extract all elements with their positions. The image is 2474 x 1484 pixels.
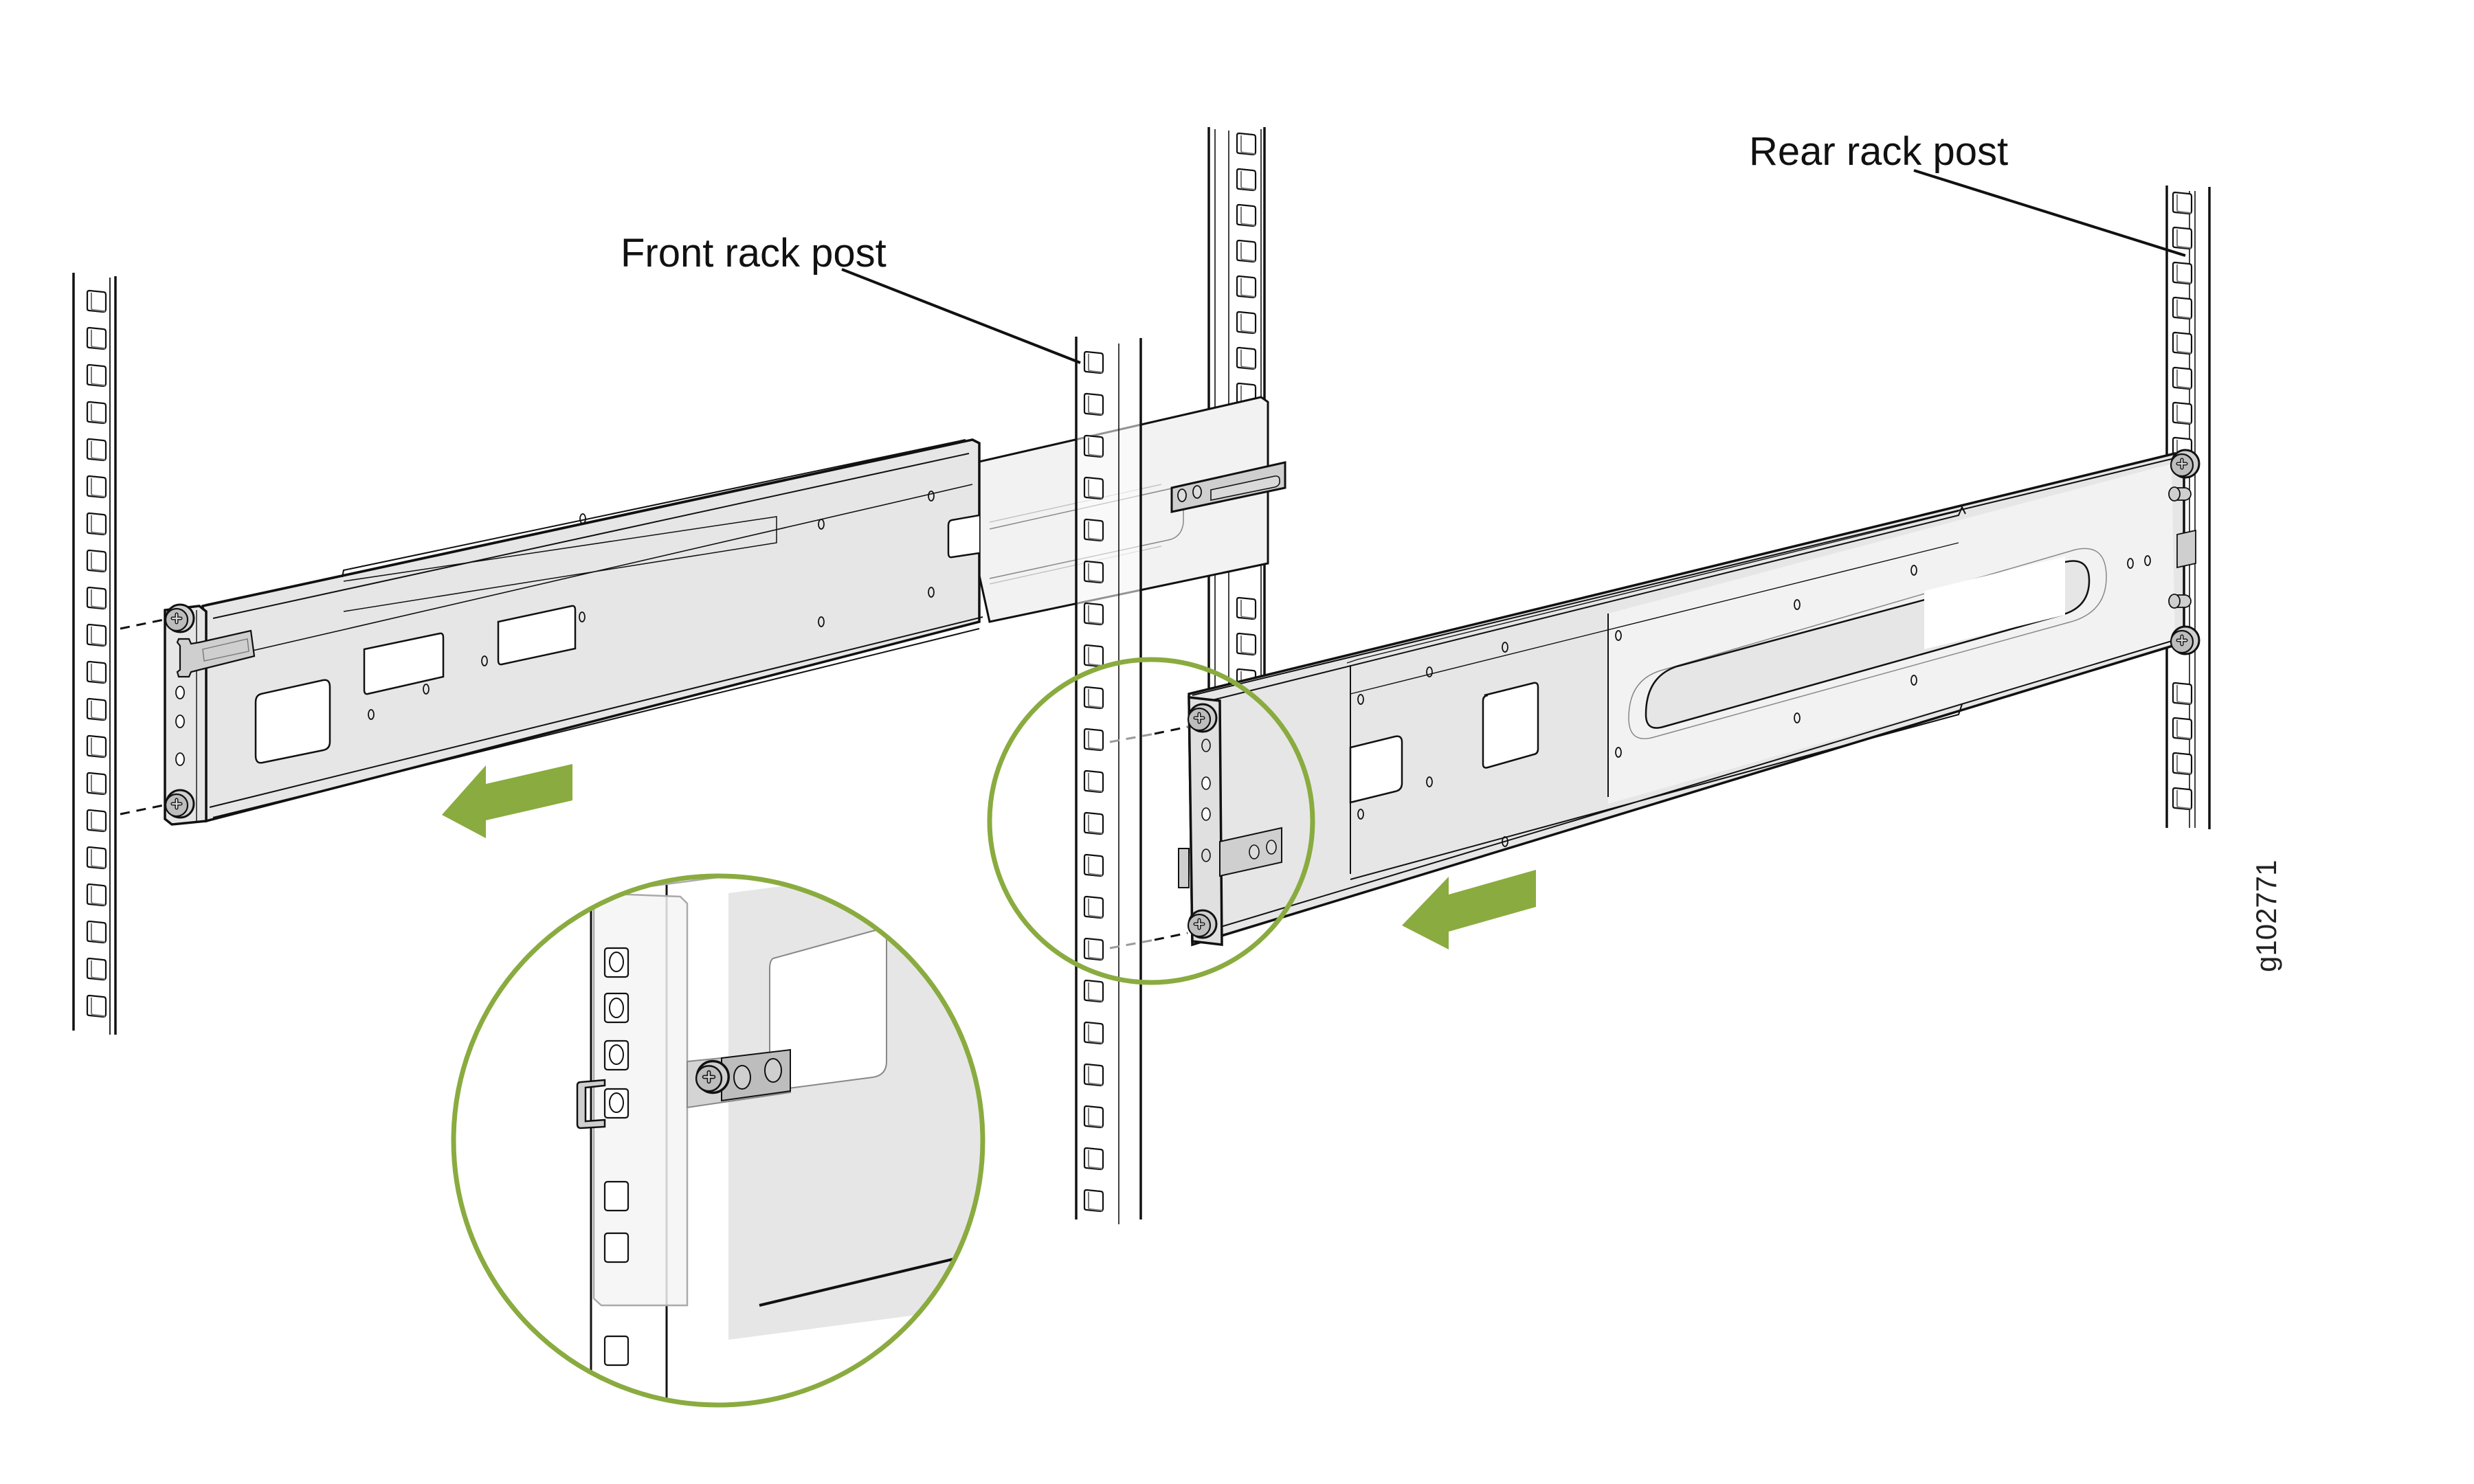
post-slots bbox=[86, 289, 107, 1018]
post-slot bbox=[1083, 853, 1104, 877]
post-slot bbox=[2172, 331, 2193, 355]
post-slot bbox=[86, 623, 107, 647]
post-slot bbox=[2172, 191, 2193, 215]
captive-screw-icon bbox=[696, 1468, 728, 1484]
post-slot bbox=[1236, 132, 1257, 156]
post-slot bbox=[86, 660, 107, 684]
post-slot bbox=[1236, 239, 1257, 263]
post-slot bbox=[86, 438, 107, 462]
post-slot bbox=[2172, 296, 2193, 320]
post-slot bbox=[86, 289, 107, 313]
post-slot bbox=[1083, 769, 1104, 794]
left-mounting-rail bbox=[120, 396, 1286, 826]
post-slot bbox=[2172, 401, 2193, 425]
post-slot bbox=[86, 586, 107, 610]
rear-rack-post-label: Rear rack post bbox=[1749, 129, 2008, 174]
post-slot bbox=[1083, 644, 1104, 668]
figure-id: g102771 bbox=[2250, 859, 2282, 972]
post-slot bbox=[86, 363, 107, 387]
post-slot bbox=[1083, 1189, 1104, 1213]
left-rack-post bbox=[72, 273, 117, 1035]
left-rail-direction-arrow bbox=[442, 764, 572, 838]
post-slot bbox=[1083, 350, 1104, 374]
post-slot bbox=[1236, 596, 1257, 620]
right-mounting-rail bbox=[1109, 450, 2199, 949]
post-slot bbox=[86, 697, 107, 721]
captive-screw-icon bbox=[1188, 704, 1216, 732]
post-slot bbox=[86, 846, 107, 870]
post-slot bbox=[86, 549, 107, 573]
post-slot bbox=[86, 957, 107, 981]
post-slot bbox=[1083, 518, 1104, 542]
front-rack-post-leader bbox=[841, 268, 1081, 364]
post-slot bbox=[1236, 346, 1257, 370]
post-slot bbox=[1236, 275, 1257, 299]
post-slot bbox=[86, 772, 107, 796]
post-slot bbox=[2172, 717, 2193, 741]
post-slot bbox=[2172, 226, 2193, 250]
post-slot bbox=[1083, 476, 1104, 500]
post-slot bbox=[1083, 1105, 1104, 1129]
post-slot bbox=[1083, 686, 1104, 710]
post-slot bbox=[86, 809, 107, 833]
post-slot bbox=[1083, 979, 1104, 1003]
rear-latch-bracket bbox=[1170, 461, 1286, 513]
post-slot bbox=[1083, 895, 1104, 919]
post-slot bbox=[86, 512, 107, 536]
captive-screw-icon bbox=[1188, 910, 1216, 938]
post-slot bbox=[1236, 311, 1257, 335]
left-rail-front-bracket bbox=[164, 605, 256, 826]
post-slot bbox=[86, 920, 107, 944]
rear-rack-post-leader bbox=[1913, 169, 2186, 257]
captive-screw-icon bbox=[2171, 627, 2199, 654]
post-slot bbox=[1083, 1063, 1104, 1087]
post-slot bbox=[1083, 602, 1104, 626]
left-rail-body bbox=[201, 438, 981, 823]
post-slot bbox=[1083, 1021, 1104, 1045]
post-slot bbox=[1083, 434, 1104, 458]
post-slot bbox=[86, 994, 107, 1018]
post-slot bbox=[1083, 1147, 1104, 1171]
post-slot bbox=[2172, 366, 2193, 390]
detail-callout-small bbox=[987, 657, 1315, 985]
post-slot bbox=[1083, 560, 1104, 584]
right-rail-front-bracket bbox=[1178, 696, 1282, 946]
post-slot bbox=[86, 326, 107, 350]
right-rail-direction-arrow bbox=[1402, 870, 1536, 949]
post-slot bbox=[2172, 752, 2193, 776]
post-slot bbox=[1236, 168, 1257, 192]
detail-callout-large bbox=[451, 873, 985, 1484]
post-slot bbox=[1083, 392, 1104, 416]
post-slot bbox=[86, 883, 107, 907]
front-rack-post bbox=[1075, 337, 1142, 1224]
post-slot bbox=[1236, 203, 1257, 227]
captive-screw-icon bbox=[696, 1061, 728, 1093]
post-slot bbox=[86, 475, 107, 499]
post-slot bbox=[2172, 261, 2193, 285]
post-slot bbox=[1236, 632, 1257, 656]
post-slot bbox=[86, 401, 107, 425]
captive-screw-icon bbox=[166, 790, 194, 818]
post-slot bbox=[1083, 937, 1104, 961]
post-slot bbox=[86, 734, 107, 758]
post-slots bbox=[1083, 350, 1104, 1213]
post-slot bbox=[1083, 811, 1104, 835]
captive-screw-icon bbox=[166, 605, 194, 632]
post-slot bbox=[2172, 682, 2193, 706]
post-slot bbox=[1083, 728, 1104, 752]
front-rack-post-label: Front rack post bbox=[621, 231, 887, 276]
captive-screw-icon bbox=[2171, 450, 2199, 477]
post-slot bbox=[2172, 787, 2193, 811]
